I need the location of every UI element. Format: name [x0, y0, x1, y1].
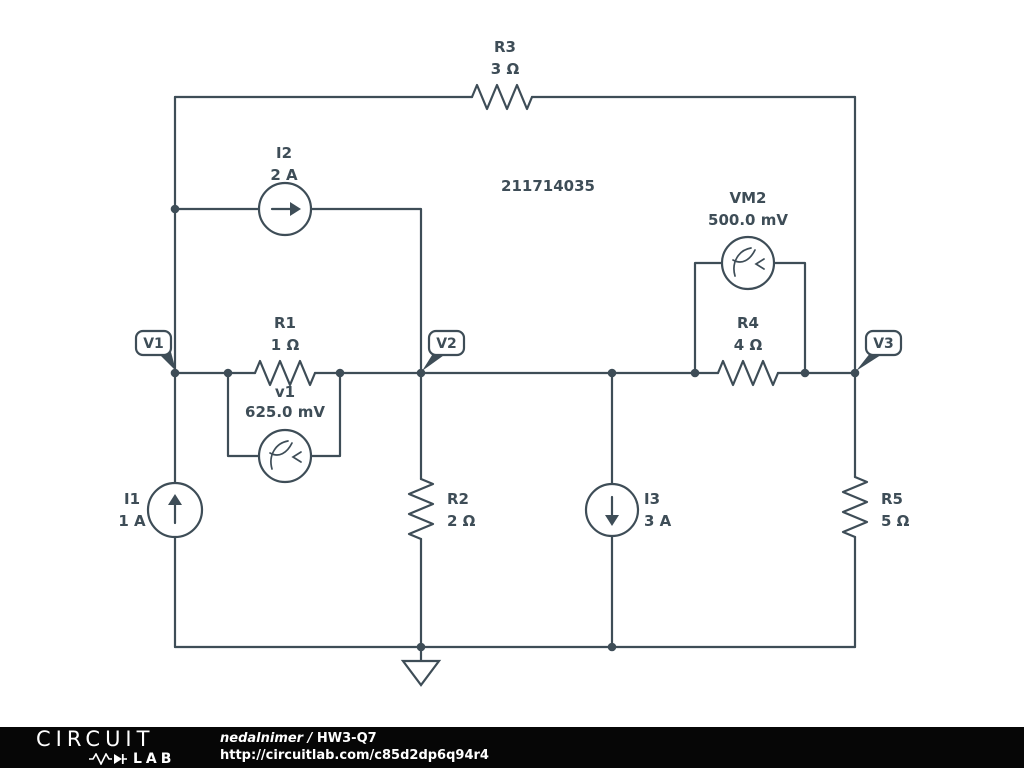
resistor-r1-label: R1: [274, 314, 296, 332]
wire-vm1-left: [226, 371, 261, 458]
resistor-r5: R5 5 Ω: [841, 475, 910, 539]
wire-vm2-right: [772, 261, 807, 375]
resistor-r4-zigzag: [716, 359, 780, 387]
current-source-i3-value: 3 A: [644, 512, 672, 530]
resistor-r3-value: 3 Ω: [491, 60, 520, 78]
current-source-i2-value: 2 A: [270, 166, 298, 184]
junction-dot: [223, 368, 233, 378]
current-source-i2: I2 2 A: [257, 144, 313, 237]
annotation-text: 211714035: [501, 177, 595, 195]
resistor-r3-zigzag: [470, 83, 534, 111]
voltmeter-vm2-needle-icon: [732, 249, 756, 263]
footer-url-link[interactable]: http://circuitlab.com/c85d2dp6q94r4: [220, 747, 489, 763]
ground-triangle: [400, 659, 442, 687]
node-tag-v2-text: V2: [436, 336, 457, 352]
resistor-r4-value: 4 Ω: [734, 336, 763, 354]
junction-dot: [690, 368, 700, 378]
footer-attribution: nedalnimer / HW3-Q7 http://circuitlab.co…: [220, 731, 489, 765]
node-tag-v1-text: V1: [143, 336, 164, 352]
current-source-i2-arrowhead: [290, 202, 301, 216]
junction-dot: [850, 368, 860, 378]
resistor-r1-value: 1 Ω: [271, 336, 300, 354]
node-tag-v2-box: [427, 329, 466, 357]
resistor-r5-zigzag: [841, 475, 869, 539]
circuitlab-logo-waveform-icon: [89, 753, 127, 765]
current-source-i1-value: 1 A: [118, 512, 146, 530]
resistor-r5-label: R5: [881, 490, 903, 508]
footer-circuit-title: HW3-Q7: [316, 730, 377, 746]
junction-dot: [170, 204, 180, 214]
resistor-r2: R2 2 Ω: [407, 477, 476, 541]
footer-author: nedalnimer: [220, 730, 304, 746]
junction-dot: [335, 368, 345, 378]
voltmeter-vm2-body: [720, 235, 776, 291]
current-source-i3-label: I3: [644, 490, 660, 508]
resistor-r3: R3 3 Ω: [470, 38, 534, 111]
junction-dot: [607, 368, 617, 378]
resistor-r4-label: R4: [737, 314, 759, 332]
node-tag-v2-pointer: [422, 352, 447, 371]
circuitlab-logo-circuit-text: CIRCUIT: [36, 727, 155, 751]
node-tag-v1-pointer: [158, 352, 176, 371]
junction-dot: [170, 368, 180, 378]
junction-dot: [416, 642, 426, 652]
node-tag-v1-box: [134, 329, 173, 357]
junction-dot: [416, 368, 426, 378]
voltmeter-vm2-label: VM2: [730, 189, 767, 207]
junction-dot: [800, 368, 810, 378]
voltmeter-vm1-body: [257, 428, 313, 484]
voltmeter-vm2-scale-icon: [733, 247, 752, 277]
voltmeter-vm1-scale-icon: [270, 440, 289, 470]
node-tag-v1: V1: [134, 329, 176, 371]
ground-symbol: [400, 645, 442, 687]
current-source-i3-arrowhead: [605, 515, 619, 526]
resistor-r5-value: 5 Ω: [881, 512, 910, 530]
circuit-schematic: R3 3 Ω I2 2 A 211714035 R1 1 Ω: [118, 38, 910, 687]
resistor-r4: R4 4 Ω: [716, 314, 780, 387]
resistor-r2-zigzag: [407, 477, 435, 541]
resistor-r1: R1 1 Ω: [253, 314, 317, 387]
voltmeter-vm1-value: 625.0 mV: [245, 403, 325, 421]
voltmeter-vm1-needle-icon: [269, 442, 293, 456]
voltmeter-vm2: VM2 500.0 mV: [708, 189, 788, 291]
resistor-r2-value: 2 Ω: [447, 512, 476, 530]
wire-vm1-right: [309, 371, 342, 458]
node-tag-v3: V3: [856, 329, 903, 371]
circuitlab-logo-lab-text: LAB: [133, 751, 176, 767]
node-tag-v3-pointer: [856, 352, 884, 371]
current-source-i1-label: I1: [124, 490, 140, 508]
current-source-i1-arrowhead: [168, 494, 182, 505]
node-tag-v3-text: V3: [873, 336, 894, 352]
voltmeter-vm2-value: 500.0 mV: [708, 211, 788, 229]
wire-vm2-left: [693, 261, 724, 375]
voltmeter-vm1-chevron-icon: [291, 451, 302, 463]
circuitlab-logo[interactable]: CIRCUIT LAB: [0, 727, 218, 767]
voltmeter-vm1-label: v1: [275, 383, 295, 401]
footer-separator: /: [303, 730, 317, 746]
current-source-i3: I3 3 A: [584, 482, 672, 538]
wire-i2-right: [309, 207, 423, 375]
current-source-i1: I1 1 A: [118, 481, 204, 539]
current-source-i2-label: I2: [276, 144, 292, 162]
footer-bar: CIRCUIT LAB nedalnimer / HW3-Q7 http://c…: [0, 727, 1024, 768]
node-tag-v2: V2: [422, 329, 466, 371]
junction-dot: [607, 642, 617, 652]
node-tag-v3-box: [864, 329, 903, 357]
voltmeter-vm2-chevron-icon: [754, 258, 765, 270]
voltmeter-vm1: v1 625.0 mV: [245, 383, 325, 484]
resistor-r1-zigzag: [253, 359, 317, 387]
resistor-r3-label: R3: [494, 38, 516, 56]
footer-attribution-line: nedalnimer / HW3-Q7: [220, 731, 489, 748]
resistor-r2-label: R2: [447, 490, 469, 508]
